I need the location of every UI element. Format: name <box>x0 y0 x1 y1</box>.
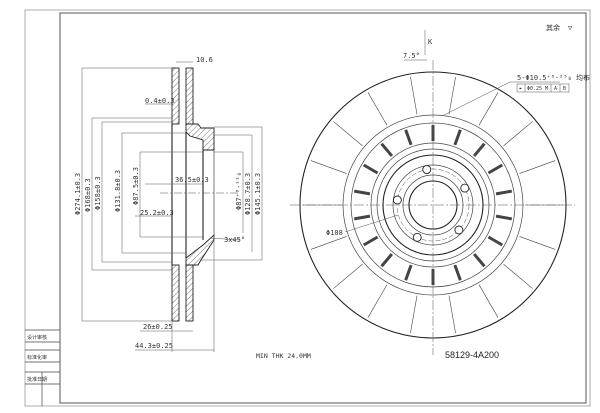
vane <box>472 253 486 268</box>
pcd-label: Φ108 <box>326 229 343 237</box>
dim-d-outer: Φ274.1±0.3 <box>74 173 82 215</box>
vane <box>353 189 371 196</box>
title-row-1: 设计审核 <box>27 334 47 341</box>
vane <box>478 92 499 126</box>
dim-chamfer: 3x45° <box>224 236 245 244</box>
dim-overall-height: 44.3±0.25 <box>135 342 173 350</box>
vane <box>367 92 388 126</box>
vane <box>333 121 363 147</box>
vane <box>362 163 379 175</box>
bolt-hole <box>392 195 402 205</box>
dim-depth-36: 36.5±0.3 <box>175 176 209 184</box>
bolt-hole <box>460 183 470 193</box>
svg-text:M: M <box>545 86 548 92</box>
holes-callout: 5-Φ10.5⁺⁰·²⁵₀ 均布 <box>517 73 590 82</box>
vane <box>310 236 347 250</box>
tolerance-frame: ⌖ Φ0.25 M A B <box>516 83 570 93</box>
part-number: 58129-4A200 <box>445 350 499 360</box>
vane <box>519 160 556 174</box>
vane <box>362 235 379 247</box>
vane <box>333 263 363 289</box>
vane <box>487 163 504 175</box>
dim-d-87-5: Φ87.5±0.3 <box>132 167 140 205</box>
dim-d-87: Φ87⁺⁰·¹¹₀ <box>235 172 243 210</box>
vane <box>380 142 394 157</box>
surface-finish-note: 其余 <box>546 23 560 32</box>
bolt-hole <box>454 225 464 235</box>
svg-text:⌖: ⌖ <box>519 86 522 92</box>
vane <box>380 253 394 268</box>
dim-offset: 0.4±0.3 <box>145 97 175 105</box>
vane <box>453 129 462 146</box>
vane <box>410 295 418 334</box>
svg-text:A: A <box>554 86 557 92</box>
bolt-hole <box>422 165 432 174</box>
inner-frame <box>59 12 587 404</box>
vane <box>448 76 456 115</box>
dim-d-145: Φ145.1±0.3 <box>254 173 262 215</box>
vane <box>404 129 413 146</box>
surface-finish-icon: ▽ <box>568 24 573 32</box>
angle-label: 7.5° <box>403 52 420 60</box>
vane <box>410 76 418 115</box>
vane <box>367 284 388 318</box>
svg-text:Φ0.25: Φ0.25 <box>527 86 542 92</box>
dim-d-168: Φ168±0.3 <box>84 178 92 212</box>
front-view: 7.5° K 5-Φ10.5⁺⁰·²⁵₀ 均布 ⌖ Φ0.25 M A B Φ1… <box>290 30 590 355</box>
dim-depth-25: 25.2±0.3 <box>140 209 174 217</box>
vane <box>495 189 513 196</box>
section-mark: K <box>428 38 433 46</box>
vane <box>472 142 486 157</box>
vane <box>503 263 533 289</box>
dim-thickness: 26±0.25 <box>143 323 173 331</box>
dim-d-128: Φ128.7±0.3 <box>244 173 252 215</box>
vane <box>478 284 499 318</box>
vane <box>353 214 371 221</box>
title-block: 设计审核 标准化审 批准日期 <box>25 329 60 406</box>
title-row-3: 批准日期 <box>27 376 47 383</box>
vane <box>404 264 413 281</box>
vane <box>519 236 556 250</box>
bolt-hole <box>412 232 422 242</box>
vane <box>310 160 347 174</box>
dim-d-131: Φ131.8±0.3 <box>114 170 122 212</box>
outer-frame <box>24 9 591 407</box>
dim-d-158: Φ158±0.3 <box>94 176 102 210</box>
svg-text:B: B <box>563 86 566 92</box>
vane <box>487 235 504 247</box>
section-view: 10.6 0.4±0.3 36.5±0.3 25.2±0.3 3x45° 26±… <box>74 56 263 352</box>
vane <box>495 214 513 221</box>
vane <box>453 264 462 281</box>
dim-width-top: 10.6 <box>196 56 213 64</box>
vane <box>448 295 456 334</box>
vane <box>503 121 533 147</box>
min-thickness-note: MIN THK 24.0MM <box>256 352 311 360</box>
title-row-2: 标准化审 <box>27 354 47 361</box>
